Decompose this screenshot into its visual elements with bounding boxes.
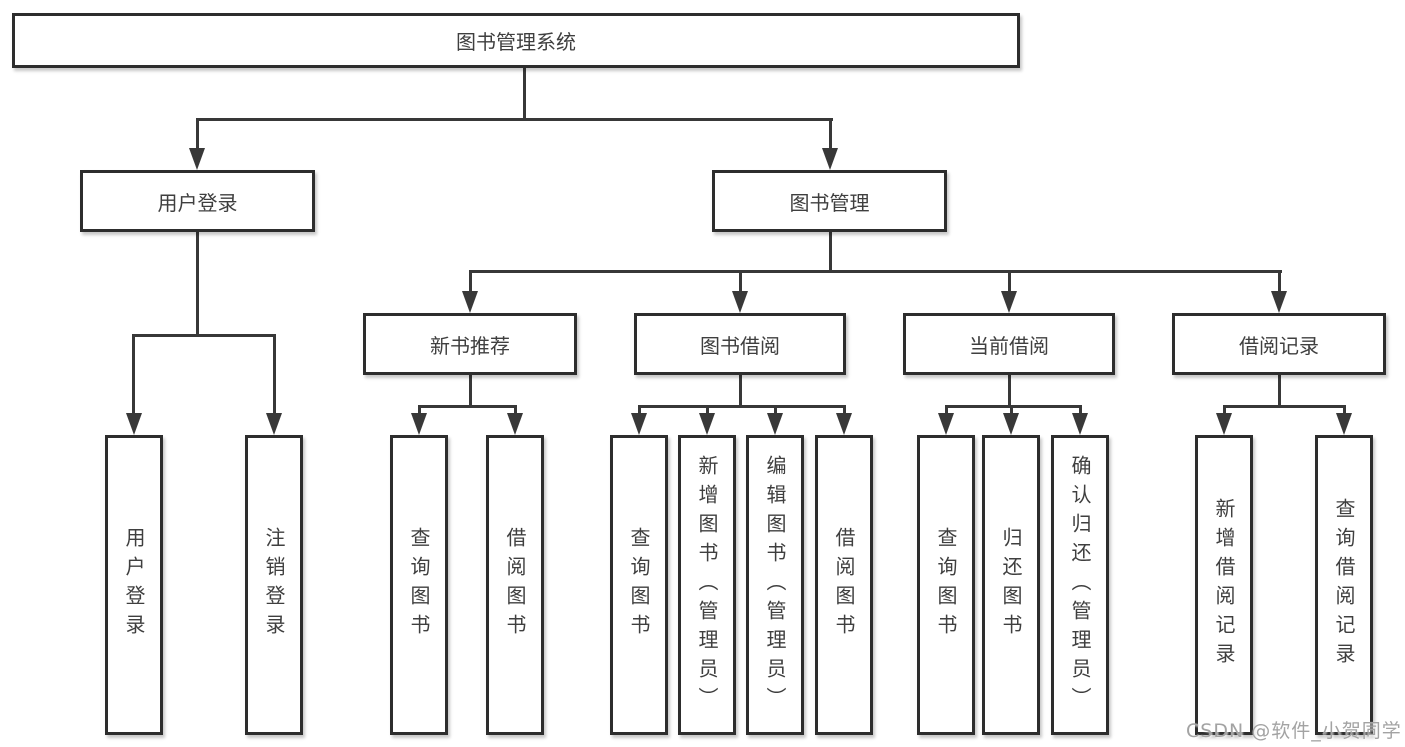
arrowhead-down-icon bbox=[462, 291, 478, 313]
leaf-edit-books-admin: 编辑图书（管理员） bbox=[746, 435, 804, 735]
connector-line bbox=[469, 270, 472, 293]
connector-line bbox=[945, 405, 948, 415]
arrowhead-down-icon bbox=[1003, 413, 1019, 435]
connector-line bbox=[132, 334, 276, 337]
arrowhead-down-icon bbox=[938, 413, 954, 435]
leaf-return-books: 归还图书 bbox=[982, 435, 1040, 735]
connector-line bbox=[1079, 405, 1082, 415]
leaf-add-books-admin: 新增图书（管理员） bbox=[678, 435, 736, 735]
leaf-query-books-newbook: 查询图书 bbox=[390, 435, 448, 735]
connector-line bbox=[638, 405, 846, 408]
node-borrowing-records: 借阅记录 bbox=[1172, 313, 1386, 375]
connector-line bbox=[1010, 405, 1013, 415]
arrowhead-down-icon bbox=[732, 291, 748, 313]
connector-line bbox=[739, 375, 742, 408]
node-new-book-recommend: 新书推荐 bbox=[363, 313, 577, 375]
leaf-query-books-borrowing: 查询图书 bbox=[610, 435, 668, 735]
arrowhead-down-icon bbox=[631, 413, 647, 435]
connector-line bbox=[418, 405, 517, 408]
connector-line bbox=[514, 405, 517, 415]
node-label: 查询图书 bbox=[627, 527, 651, 643]
node-label: 新增图书（管理员） bbox=[695, 454, 719, 716]
connector-line bbox=[469, 270, 1282, 273]
leaf-confirm-return-admin: 确认归还（管理员） bbox=[1051, 435, 1109, 735]
node-label: 新书推荐 bbox=[430, 333, 510, 358]
connector-line bbox=[739, 270, 742, 293]
node-label: 借阅图书 bbox=[503, 527, 527, 643]
node-label: 确认归还（管理员） bbox=[1068, 454, 1092, 716]
node-label: 借阅图书 bbox=[832, 527, 856, 643]
leaf-query-books-current: 查询图书 bbox=[917, 435, 975, 735]
node-label: 编辑图书（管理员） bbox=[763, 454, 787, 716]
connector-line bbox=[829, 232, 832, 273]
connector-line bbox=[706, 405, 709, 415]
arrowhead-down-icon bbox=[1216, 413, 1232, 435]
connector-line bbox=[829, 118, 832, 150]
connector-line bbox=[523, 68, 526, 120]
connector-line bbox=[1223, 405, 1346, 408]
arrowhead-down-icon bbox=[507, 413, 523, 435]
leaf-logout: 注销登录 bbox=[245, 435, 303, 735]
connector-line bbox=[945, 405, 1082, 408]
arrowhead-down-icon bbox=[767, 413, 783, 435]
node-label: 新增借阅记录 bbox=[1212, 498, 1236, 672]
node-label: 当前借阅 bbox=[969, 333, 1049, 358]
arrowhead-down-icon bbox=[1336, 413, 1352, 435]
node-label: 图书管理系统 bbox=[456, 30, 576, 54]
node-label: 注销登录 bbox=[262, 527, 286, 643]
connector-line bbox=[1278, 375, 1281, 408]
node-book-management: 图书管理 bbox=[712, 170, 947, 232]
arrowhead-down-icon bbox=[266, 413, 282, 435]
connector-line bbox=[469, 375, 472, 408]
arrowhead-down-icon bbox=[822, 148, 838, 170]
node-label: 归还图书 bbox=[999, 527, 1023, 643]
connector-line bbox=[418, 405, 421, 415]
leaf-user-login: 用户登录 bbox=[105, 435, 163, 735]
arrowhead-down-icon bbox=[1072, 413, 1088, 435]
connector-line bbox=[774, 405, 777, 415]
connector-line bbox=[273, 334, 276, 415]
arrowhead-down-icon bbox=[126, 413, 142, 435]
node-label: 查询图书 bbox=[934, 527, 958, 643]
node-label: 查询图书 bbox=[407, 527, 431, 643]
leaf-add-borrow-record: 新增借阅记录 bbox=[1195, 435, 1253, 735]
node-user-login: 用户登录 bbox=[80, 170, 315, 232]
node-label: 图书管理 bbox=[789, 190, 870, 215]
connector-line bbox=[1343, 405, 1346, 415]
arrowhead-down-icon bbox=[1271, 291, 1287, 313]
arrowhead-down-icon bbox=[189, 148, 205, 170]
arrowhead-down-icon bbox=[836, 413, 852, 435]
connector-line bbox=[638, 405, 641, 415]
node-label: 图书借阅 bbox=[700, 333, 780, 358]
node-label: 查询借阅记录 bbox=[1332, 498, 1356, 672]
leaf-borrow-books-borrowing: 借阅图书 bbox=[815, 435, 873, 735]
node-label: 用户登录 bbox=[157, 190, 238, 215]
connector-line bbox=[196, 118, 199, 150]
node-current-borrowing: 当前借阅 bbox=[903, 313, 1115, 375]
node-label: 借阅记录 bbox=[1239, 333, 1319, 358]
csdn-watermark: CSDN @软件_小贺同学 bbox=[1186, 720, 1402, 742]
connector-line bbox=[1223, 405, 1226, 415]
node-label: 用户登录 bbox=[122, 527, 146, 643]
leaf-query-borrow-record: 查询借阅记录 bbox=[1315, 435, 1373, 735]
connector-line bbox=[1008, 375, 1011, 408]
arrowhead-down-icon bbox=[1001, 291, 1017, 313]
connector-line bbox=[196, 232, 199, 336]
node-book-borrowing: 图书借阅 bbox=[634, 313, 846, 375]
connector-line bbox=[1278, 270, 1281, 293]
connector-line bbox=[196, 118, 833, 121]
arrowhead-down-icon bbox=[411, 413, 427, 435]
node-library-management-system: 图书管理系统 bbox=[12, 13, 1020, 68]
connector-line bbox=[1008, 270, 1011, 293]
connector-line bbox=[843, 405, 846, 415]
arrowhead-down-icon bbox=[699, 413, 715, 435]
leaf-borrow-books-newbook: 借阅图书 bbox=[486, 435, 544, 735]
connector-line bbox=[132, 334, 135, 415]
